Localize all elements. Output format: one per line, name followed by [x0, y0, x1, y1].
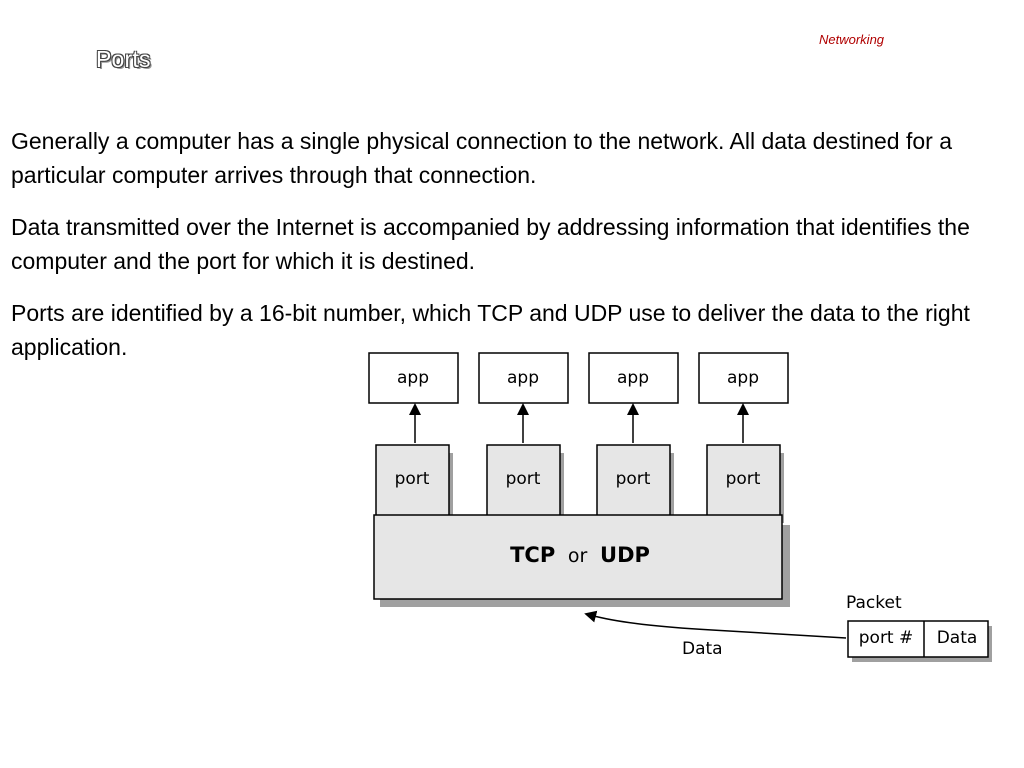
- port-label: port: [726, 469, 761, 489]
- udp-label: UDP: [600, 543, 650, 567]
- transport-label: TCP or UDP: [510, 543, 650, 567]
- port-box-1: port: [375, 444, 450, 518]
- app-box-1: app: [368, 352, 459, 404]
- data-arrow-icon: [584, 610, 847, 639]
- port-box-4: port: [706, 444, 781, 518]
- packet-field-port: port #: [859, 628, 914, 648]
- packet-label: Packet: [846, 593, 902, 613]
- or-label: or: [568, 545, 588, 567]
- app-box-3: app: [588, 352, 679, 404]
- packet-field-data: Data: [937, 628, 978, 648]
- section-label: Networking: [819, 32, 885, 47]
- app-box-4: app: [698, 352, 789, 404]
- app-label: app: [727, 368, 759, 388]
- port-box-3: port: [596, 444, 671, 518]
- app-box-2: app: [478, 352, 569, 404]
- tcp-label: TCP: [510, 543, 555, 567]
- port-label: port: [506, 469, 541, 489]
- data-arrow-label: Data: [682, 639, 723, 659]
- app-label: app: [507, 368, 539, 388]
- body-text: Generally a computer has a single physic…: [11, 124, 1011, 382]
- paragraph-addressing: Data transmitted over the Internet is ac…: [11, 214, 970, 274]
- ports-diagram-svg: app app app app port: [368, 352, 992, 662]
- app-label: app: [397, 368, 429, 388]
- port-label: port: [395, 469, 430, 489]
- port-label: port: [616, 469, 651, 489]
- port-box-2: port: [486, 444, 561, 518]
- app-label: app: [617, 368, 649, 388]
- transport-layer-box: TCP or UDP: [373, 514, 783, 600]
- ports-diagram: app app app app port: [360, 345, 1000, 665]
- packet-box: port # Data: [847, 620, 989, 658]
- paragraph-physical-connection: Generally a computer has a single physic…: [11, 128, 952, 188]
- paragraph-port-numbers: Ports are identified by a 16-bit number,…: [11, 300, 970, 360]
- page-title: Ports: [96, 46, 151, 72]
